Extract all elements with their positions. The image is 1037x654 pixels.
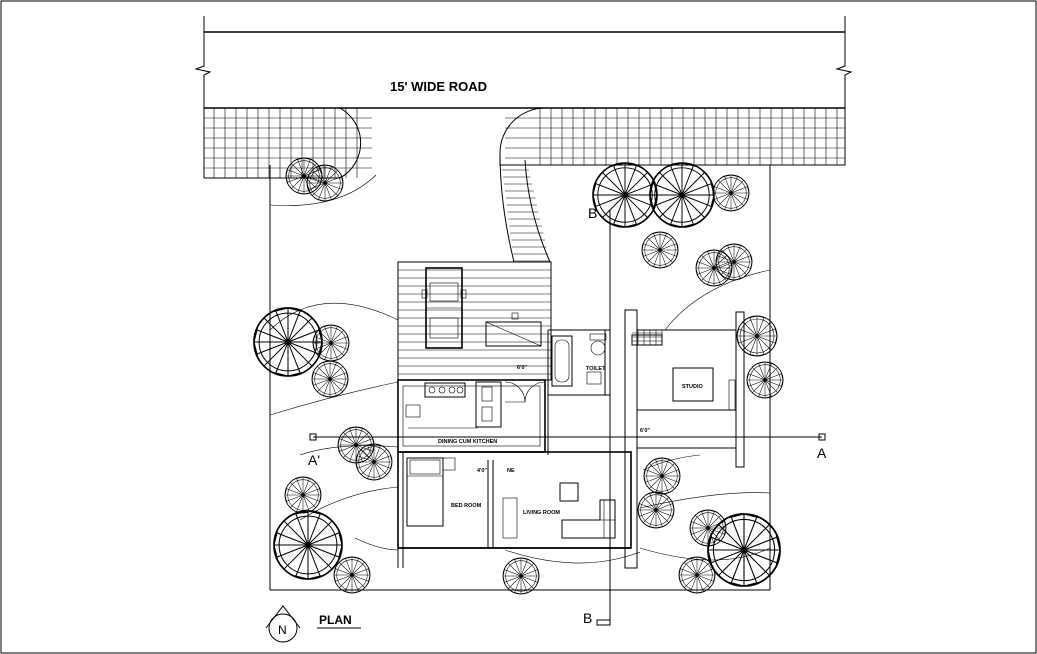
- paving-left: [204, 107, 372, 179]
- studio-fittings: [631, 330, 736, 411]
- road: 15' WIDE ROAD: [194, 16, 853, 178]
- landscape-curves: [269, 269, 771, 564]
- carport: [397, 261, 552, 381]
- dim-2: 6'0": [640, 428, 650, 434]
- section-mark-a-right: A: [817, 445, 827, 461]
- label-dining-kitchen: DINING CUM KITCHEN: [438, 439, 497, 445]
- label-bed-room: BED ROOM: [451, 503, 482, 509]
- section-mark-b-bottom: B: [583, 610, 592, 626]
- north-arrow: N: [265, 605, 301, 643]
- section-line-aa: A A': [308, 433, 827, 468]
- dim-4: NE: [507, 468, 515, 474]
- section-mark-a-left: A': [308, 452, 320, 468]
- living-fittings: [559, 482, 616, 539]
- road-label: 15' WIDE ROAD: [390, 79, 487, 94]
- plan-title: PLAN: [317, 613, 361, 629]
- label-studio: STUDIO: [682, 384, 704, 390]
- bedroom-fittings: [406, 457, 518, 539]
- dim-3: 4'0": [477, 468, 487, 474]
- section-line-bb: B B: [583, 205, 611, 626]
- trees: [253, 157, 784, 595]
- paving-right: [499, 107, 846, 166]
- dim-1: 6'0": [517, 365, 527, 371]
- section-mark-b-top: B: [588, 205, 597, 221]
- driveway: [499, 152, 551, 263]
- kitchen-fittings: [405, 381, 546, 429]
- label-toilet: TOILET: [586, 366, 606, 372]
- plan-title-text: PLAN: [319, 613, 352, 627]
- label-living-room: LIVING ROOM: [523, 510, 560, 516]
- toilet-fittings: [551, 333, 607, 387]
- house-walls: [397, 309, 745, 569]
- north-label: N: [278, 623, 287, 637]
